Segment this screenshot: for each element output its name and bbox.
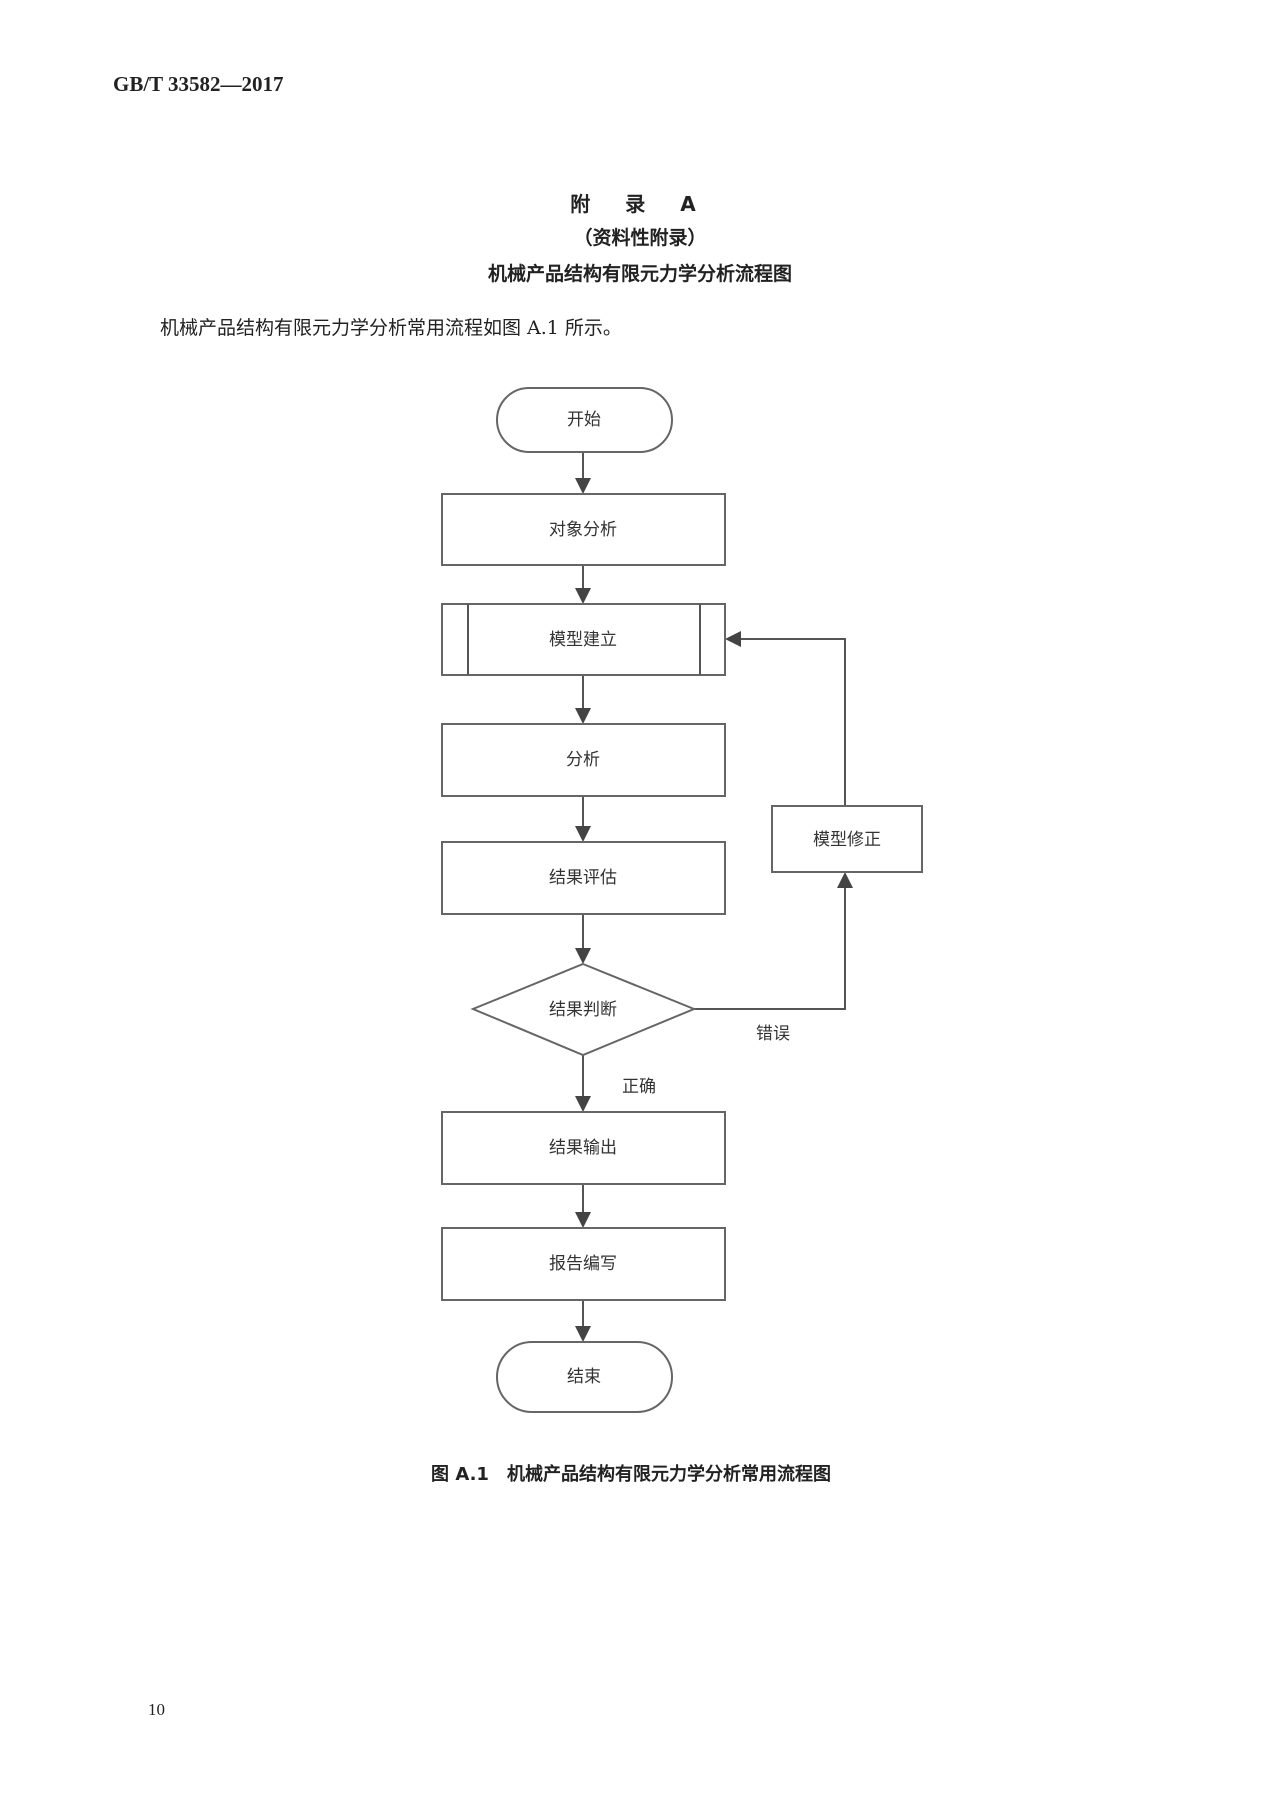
standard-number: GB/T 33582—2017 <box>113 72 284 96</box>
step-label: 结果评估 <box>549 868 617 888</box>
start-terminal <box>496 387 673 453</box>
end-label: 结束 <box>567 1367 601 1387</box>
figure-caption: 图 A.1 机械产品结构有限元力学分析常用流程图 <box>0 1460 1280 1486</box>
step-report-writing <box>441 1227 726 1301</box>
step-object-analysis <box>441 493 726 566</box>
model-correction-box <box>771 805 923 873</box>
figure-title: 机械产品结构有限元力学分析常用流程图 <box>506 1464 831 1485</box>
step-label: 结果输出 <box>549 1138 617 1158</box>
step-model-building <box>441 603 726 676</box>
connectors <box>575 452 853 1342</box>
step-label: 对象分析 <box>549 520 617 540</box>
step-label: 分析 <box>566 750 600 770</box>
correct-label: 正确 <box>622 1077 656 1097</box>
page-number: 10 <box>148 1700 165 1719</box>
step-label: 模型建立 <box>549 630 617 650</box>
step-result-output <box>441 1111 726 1185</box>
end-terminal <box>496 1341 673 1413</box>
appendix-label: 附 录 A <box>570 192 710 216</box>
correction-label: 模型修正 <box>813 830 881 850</box>
step-analysis <box>441 723 726 797</box>
intro-paragraph: 机械产品结构有限元力学分析常用流程如图 A.1 所示。 <box>160 317 622 339</box>
start-label: 开始 <box>567 410 601 430</box>
appendix-title: 机械产品结构有限元力学分析流程图 <box>487 263 792 285</box>
decision-label: 结果判断 <box>549 1000 617 1020</box>
step-result-evaluation <box>441 841 726 915</box>
figure-number: 图 A.1 <box>431 1464 489 1485</box>
step-label: 报告编写 <box>549 1254 617 1274</box>
appendix-type: （资料性附录） <box>573 227 707 249</box>
decision-diamond <box>470 962 697 1057</box>
wrong-label: 错误 <box>756 1024 790 1044</box>
